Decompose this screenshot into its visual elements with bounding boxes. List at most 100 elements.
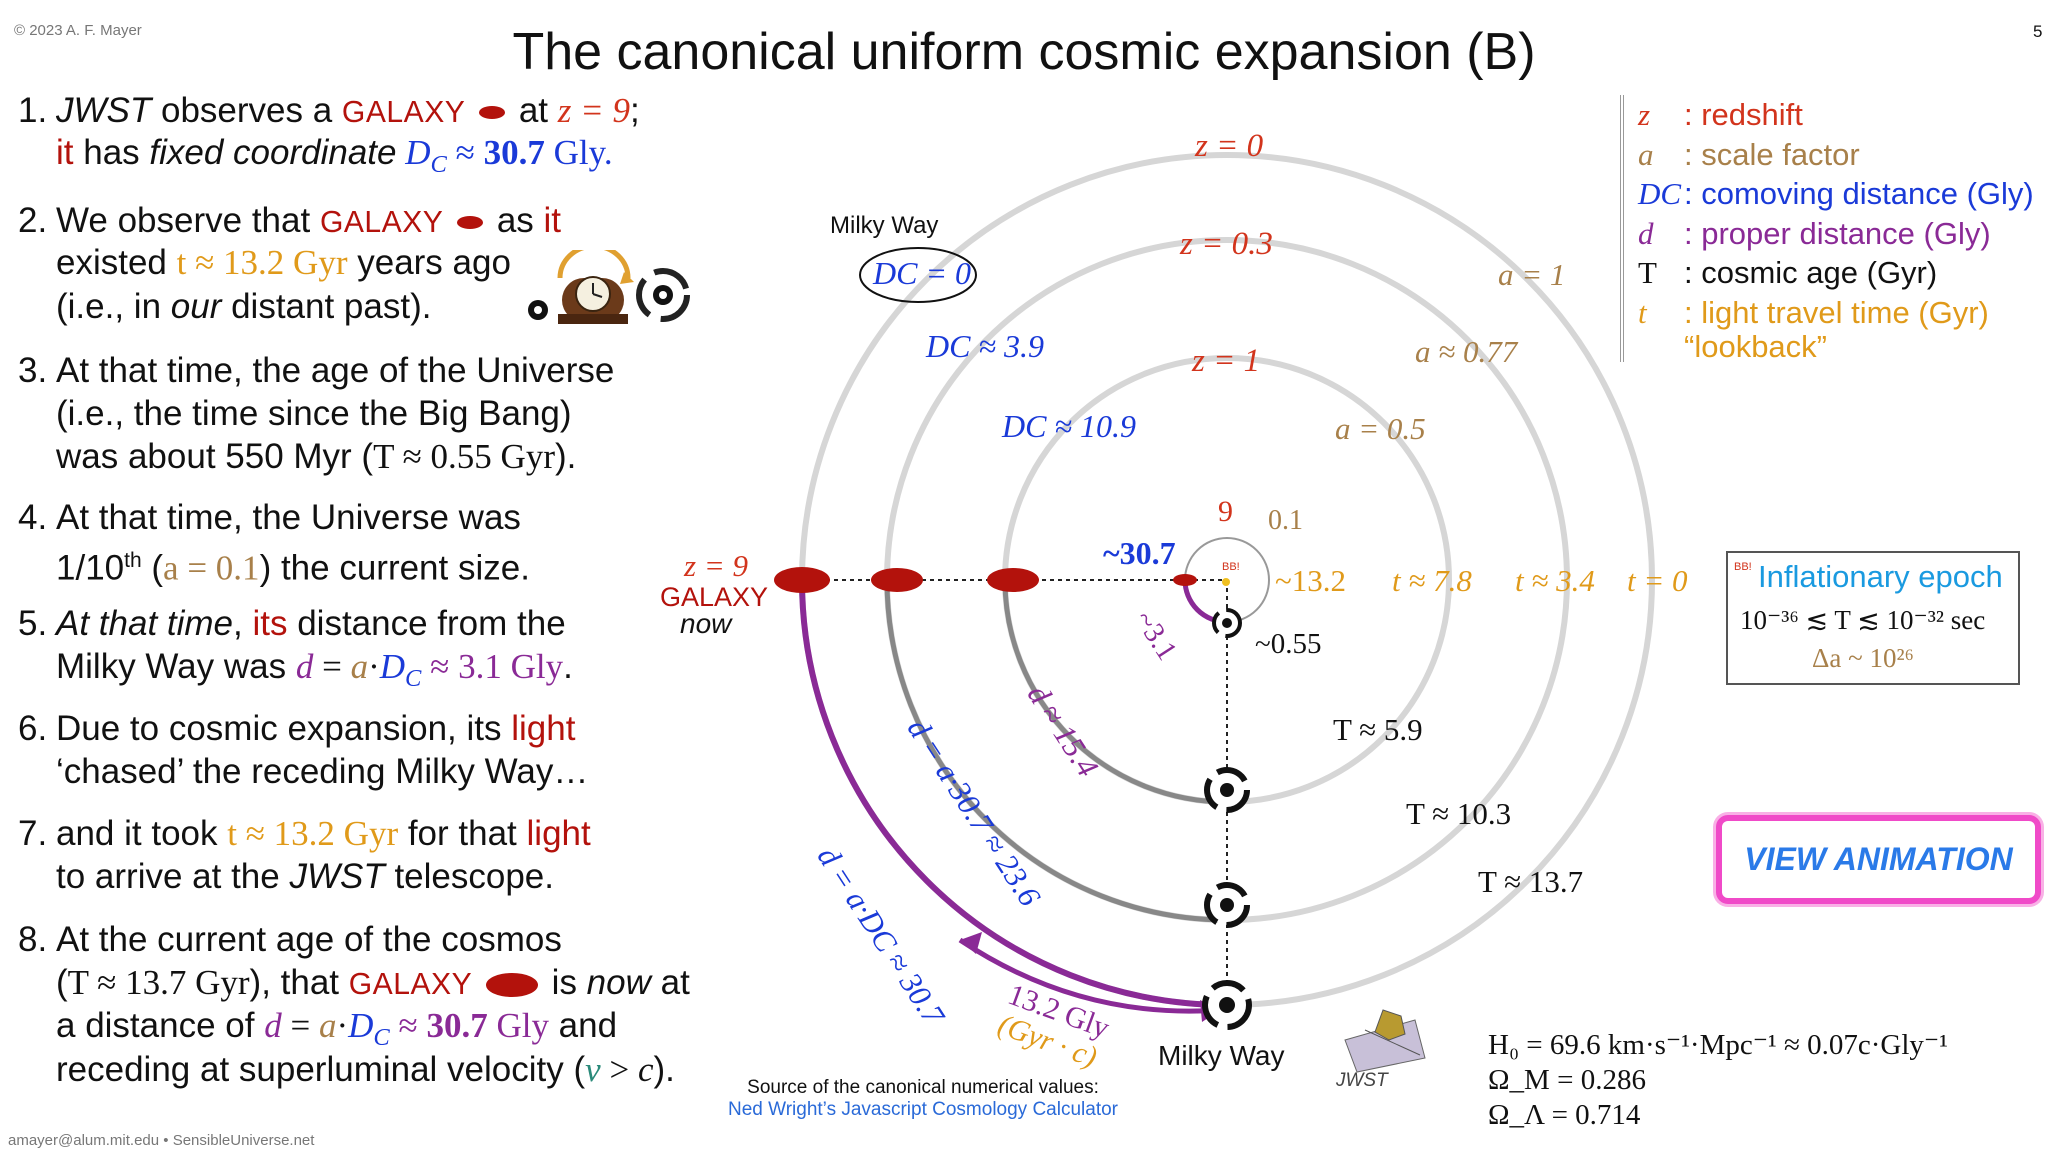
step-text: > [600, 1050, 638, 1089]
step-text: telescope. [384, 857, 554, 896]
step-text: existed [56, 243, 177, 282]
inflation-time: 10⁻³⁶ ≲ T ≲ 10⁻³² sec [1740, 605, 1986, 635]
dc-subscript: C [430, 151, 447, 178]
step-text: its [252, 604, 288, 643]
calculator-link[interactable]: Ned Wright’s Javascript Cosmology Calcul… [728, 1099, 1119, 1120]
step-text: th [124, 549, 142, 572]
step-text: At that time, the Universe was [56, 498, 521, 537]
label-t78: t ≈ 7.8 [1392, 563, 1472, 598]
milky-way-bottom-label: Milky Way [1158, 1040, 1285, 1071]
slide-title: The canonical uniform cosmic expansion (… [512, 23, 1536, 81]
age-value: T ≈ 13.7 Gyr [67, 963, 250, 1002]
step-text: Due to cosmic expansion, its [56, 709, 512, 748]
step-text: and it took [56, 814, 228, 853]
step-text: a distance of [56, 1006, 265, 1045]
step-text: as [487, 201, 544, 240]
step-text: ), that [249, 963, 349, 1002]
legend: z: redshift a: scale factor DC: comoving… [1620, 95, 2034, 362]
galaxy-word: GALAXY [348, 968, 473, 1001]
source-note: Source of the canonical numerical values… [728, 1077, 1118, 1121]
galaxy-icon [457, 216, 484, 230]
label-z9: 9 [1218, 495, 1233, 528]
step-text: At that time [56, 604, 234, 643]
step-number: 2. [18, 201, 48, 240]
label-z03: z = 0.3 [1180, 226, 1273, 262]
step-text: At the current age of the cosmos [56, 920, 562, 959]
legend-t: t: light travel time (Gyr) [1638, 294, 1989, 330]
scale-value: a = 0.1 [163, 548, 260, 588]
galaxy-word: GALAXY [319, 206, 444, 239]
dc-symbol: D [379, 647, 406, 686]
legend-a: a: scale factor [1638, 136, 1860, 172]
light-travel-arrow [958, 937, 1221, 1014]
step-text: our [170, 287, 222, 326]
galaxy-left-z: z = 9 [684, 548, 748, 583]
label-T055: ~0.55 [1255, 628, 1322, 660]
step-text: · [336, 1006, 349, 1045]
dc-value: 30.7 [483, 133, 545, 172]
dc-unit: Gly. [544, 133, 613, 172]
step-text: ) the current size. [259, 548, 530, 588]
inflation-title: Inflationary epoch [1758, 559, 2003, 594]
step-text: for that [398, 814, 527, 853]
galaxy-left-name: GALAXY [660, 582, 769, 612]
label-z0: z = 0 [1195, 128, 1264, 164]
step-text: has [73, 133, 150, 172]
lookback-value: t ≈ 13.2 Gyr [176, 243, 348, 282]
label-T103: T ≈ 10.3 [1406, 796, 1512, 831]
c-symbol: c [637, 1050, 654, 1089]
step-text: At that time, the age of the Universe [56, 351, 615, 390]
step-text: at [650, 963, 690, 1002]
galaxy-icon [479, 106, 506, 120]
step-text: (i.e., the time since the Big Bang) [56, 394, 572, 433]
inflation-scale: Δa ~ 10²⁶ [1812, 643, 1914, 673]
param-omega-m: Ω_M = 0.286 [1488, 1064, 1646, 1096]
step-text: fixed coordinate [149, 133, 397, 172]
label-t132: ~13.2 [1275, 563, 1347, 598]
dc-symbol: D [396, 133, 431, 172]
legend-lookback: “lookback” [1684, 329, 1827, 364]
galaxy-icon [485, 972, 538, 997]
dc-subscript: C [405, 665, 422, 692]
bb-small-icon: BB! [1734, 561, 1752, 573]
step-number: 5. [18, 604, 48, 643]
step-text: light [526, 814, 591, 853]
step-text: distant past). [221, 287, 432, 326]
jwst-icon [1344, 1009, 1426, 1073]
param-omega-lambda: Ω_Λ = 0.714 [1488, 1099, 1641, 1131]
d-unit: Gly [487, 1006, 549, 1045]
label-a1: a = 1 [1498, 257, 1566, 292]
step-text: 1/10 [56, 548, 125, 588]
step-text: = [281, 1006, 319, 1045]
expansion-diagram [774, 152, 1655, 1073]
arc-proper-distance [799, 579, 1228, 1008]
milky-way-icons [1202, 608, 1252, 1030]
step-text: ( [56, 963, 68, 1002]
step-text: ). [554, 437, 577, 476]
step-text: = [313, 647, 351, 686]
lookback-value: t ≈ 13.2 Gyr [227, 814, 399, 853]
galaxy-markers [774, 567, 1197, 593]
step-text: to arrive at the [56, 857, 290, 896]
step-text: was about 550 Myr ( [56, 437, 374, 476]
clock-icon [528, 250, 690, 324]
step-text: JWST [56, 91, 152, 130]
big-bang-dot [1222, 578, 1230, 586]
step-number: 4. [18, 498, 48, 537]
galaxy-word: GALAXY [341, 96, 466, 129]
a-symbol: a [350, 647, 369, 686]
label-dc109: DC ≈ 10.9 [1002, 408, 1137, 444]
step-text: observes a [151, 91, 342, 130]
big-bang-label: BB! [1222, 561, 1240, 573]
step-number: 8. [18, 920, 48, 959]
step-text: ‘chased’ the receding Milky Way… [56, 752, 589, 791]
source-text: Source of the canonical numerical values… [747, 1077, 1099, 1098]
arc-z03 [884, 579, 1228, 923]
label-dc39: DC ≈ 3.9 [926, 328, 1045, 364]
label-t0: t = 0 [1627, 563, 1688, 598]
milky-way-ellipse [859, 247, 977, 303]
step-text: (i.e., in [56, 287, 171, 326]
step-text: years ago [347, 243, 511, 282]
view-animation-button[interactable]: VIEW ANIMATION [1716, 815, 2041, 904]
arc-z1 [1002, 579, 1228, 805]
